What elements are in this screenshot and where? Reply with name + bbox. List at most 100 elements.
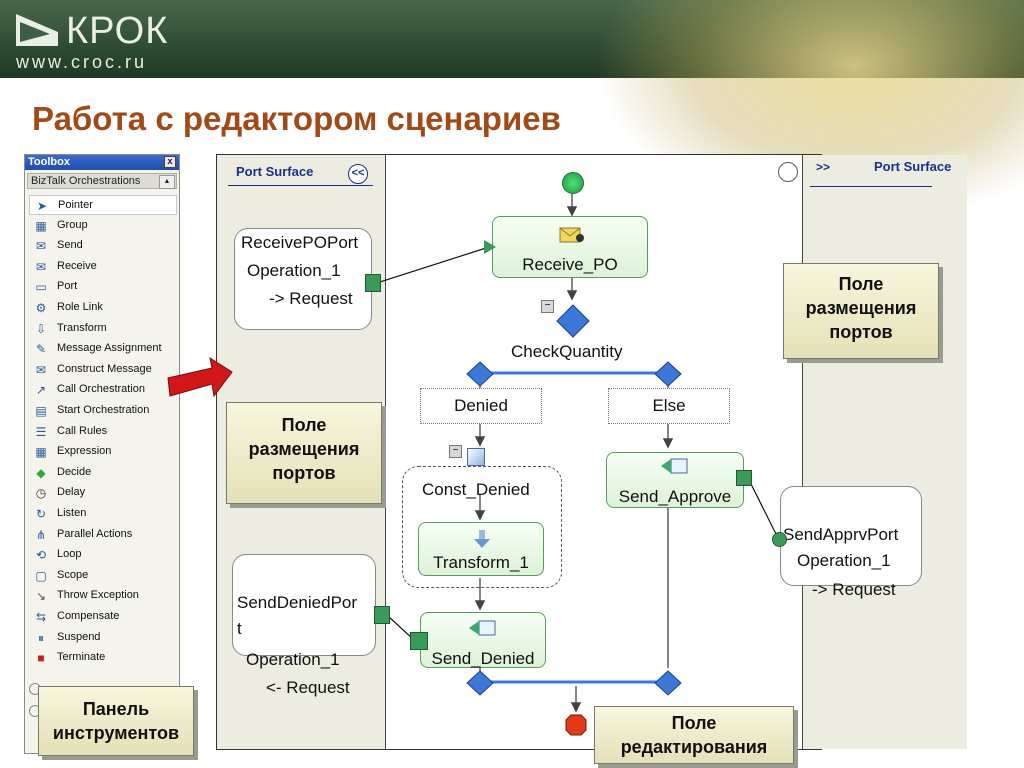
- toolbox-item[interactable]: ✉Receive: [29, 257, 177, 277]
- toolbox-item-label: Construct Message: [57, 362, 152, 375]
- port-connector-icon[interactable]: [365, 274, 381, 292]
- port-connector-icon[interactable]: [772, 532, 787, 547]
- toolbox-item-label: Role Link: [57, 301, 103, 313]
- toolbox-item[interactable]: ➤ Pointer: [29, 195, 177, 215]
- toolbox-item-label: Loop: [57, 548, 82, 561]
- merge-diamond-icon[interactable]: [466, 670, 494, 696]
- end-shape-icon[interactable]: [565, 714, 587, 736]
- port-message: -> Request: [269, 289, 353, 308]
- port-name: ReceivePOPort: [241, 233, 359, 252]
- expand-button[interactable]: >>: [816, 160, 831, 174]
- toolbox-title-bar: Toolbox x: [25, 155, 179, 170]
- toolbox-item[interactable]: ◆Decide: [29, 463, 177, 483]
- toolbox-item[interactable]: ▢Scope: [29, 566, 177, 586]
- toolbox-item[interactable]: ⇆Compensate: [29, 607, 177, 627]
- toolbox-item[interactable]: ▤Start Orchestration: [29, 401, 177, 421]
- callout-line: редактирования: [620, 737, 768, 757]
- send-denied-port[interactable]: SendDeniedPor t: [232, 554, 376, 656]
- port-operation: Operation_1: [246, 650, 340, 669]
- toolbox-item-label: Terminate: [57, 651, 106, 664]
- collapse-toggle[interactable]: −: [541, 300, 554, 313]
- toolbox-item[interactable]: ▭Port: [29, 277, 177, 297]
- branch-denied[interactable]: Denied: [420, 388, 542, 424]
- branch-else[interactable]: Else: [608, 388, 730, 424]
- toolbox-item[interactable]: ↗Call Orchestration: [29, 380, 177, 400]
- receive-po-port[interactable]: ReceivePOPort Operation_1 -> Request: [234, 228, 372, 330]
- toolbox-item-label: Pointer: [58, 199, 93, 211]
- logo-text: КРОК: [66, 10, 169, 52]
- toolbox-item[interactable]: ⟲ Loop: [29, 545, 177, 565]
- toolbox-item-label: Compensate: [57, 610, 120, 622]
- send-approve-label: Send_Approve: [618, 487, 732, 506]
- parallel-actions-icon: ⋔: [35, 527, 47, 542]
- toolbox-item[interactable]: ↻ Listen: [29, 504, 177, 524]
- toolbox-panel: Toolbox x BizTalk Orchestrations ▲ ➤ Poin…: [24, 154, 180, 754]
- toolbox-item[interactable]: ■Terminate: [29, 648, 177, 668]
- toolbox-item[interactable]: ✉ Send: [29, 236, 177, 256]
- branch-diamond-icon[interactable]: [654, 361, 682, 387]
- transform-shape[interactable]: Transform_1: [418, 522, 544, 576]
- port-operation: Operation_1: [247, 261, 341, 280]
- right-port-surface-title: Port Surface: [874, 159, 952, 174]
- port-connector-icon[interactable]: [410, 632, 428, 650]
- delay-icon: ◷: [35, 486, 47, 501]
- receive-shape[interactable]: Receive_PO: [492, 216, 648, 278]
- toolbox-item[interactable]: ◷ Delay: [29, 483, 177, 503]
- scope-icon: ▢: [35, 568, 47, 583]
- toolbox-item[interactable]: ⏸Suspend: [29, 628, 177, 648]
- callout-left-port-area: Поле размещения портов: [226, 402, 382, 504]
- toolbox-section-header[interactable]: BizTalk Orchestrations ▲: [27, 173, 177, 189]
- scope-shape[interactable]: [402, 466, 562, 588]
- toolbox-item-label: Delay: [57, 486, 86, 499]
- toolbox-item-label: Group: [57, 218, 88, 231]
- right-port-surface[interactable]: [802, 155, 967, 749]
- collapse-button[interactable]: <<: [348, 164, 368, 184]
- merge-diamond-icon[interactable]: [654, 670, 682, 696]
- role-link-icon: ⚙: [35, 301, 47, 315]
- toolbox-title: Toolbox: [28, 156, 70, 168]
- toolbox-item[interactable]: ⚙ Role Link: [29, 298, 177, 318]
- send-icon: ✉: [35, 239, 47, 254]
- construct-message-icon: ✉: [35, 362, 47, 377]
- toolbox-item[interactable]: ⇩Transform: [29, 319, 177, 339]
- port-connector-icon[interactable]: [736, 470, 752, 486]
- loop-icon: ⟲: [35, 548, 47, 563]
- toolbox-item[interactable]: ⋔ Parallel Actions: [29, 525, 177, 545]
- listen-icon: ↻: [35, 507, 47, 521]
- toolbox-item-label: Send: [57, 239, 83, 252]
- send-approve-port[interactable]: SendApprvPort Operation_1: [780, 486, 922, 586]
- circle-toggle-icon[interactable]: [778, 162, 798, 182]
- toolbox-item[interactable]: ☰Call Rules: [29, 422, 177, 442]
- send-approve-shape[interactable]: Send_Approve: [606, 452, 744, 508]
- port-name-wrap: t: [237, 619, 242, 638]
- divider: [228, 185, 373, 186]
- toolbox-item-label: Parallel Actions: [57, 527, 133, 540]
- throw-exception-icon: ↘: [35, 589, 47, 604]
- expression-icon: ▦: [35, 445, 47, 460]
- toolbox-section-label: BizTalk Orchestrations: [31, 175, 141, 187]
- branch-diamond-icon[interactable]: [466, 361, 494, 387]
- port-connector-icon[interactable]: [374, 606, 390, 624]
- callout-line: размещения: [248, 439, 360, 459]
- toolbox-item[interactable]: ▦Expression: [29, 442, 177, 462]
- send-icon: [469, 620, 496, 636]
- toolbox-item[interactable]: ↘Throw Exception: [29, 586, 177, 606]
- send-denied-shape[interactable]: Send_Denied: [420, 612, 546, 668]
- toolbox-item[interactable]: ▦ Group: [29, 216, 177, 236]
- toolbox-item-label: Listen: [57, 507, 87, 519]
- close-icon[interactable]: x: [164, 156, 176, 168]
- collapse-toggle[interactable]: −: [449, 445, 462, 458]
- group-icon: ▦: [35, 218, 47, 233]
- callout-line: портов: [272, 463, 336, 483]
- decide-diamond-icon[interactable]: [556, 304, 590, 338]
- toolbox-item[interactable]: ✉ Construct Message: [29, 360, 177, 380]
- suspend-icon: ⏸: [37, 630, 44, 645]
- construct-message-icon: [467, 448, 485, 466]
- toolbox-item-label: Call Rules: [57, 424, 108, 437]
- decide-icon: ◆: [36, 465, 46, 480]
- toolbox-item[interactable]: ✎Message Assignment: [29, 339, 177, 359]
- start-shape-icon[interactable]: [562, 172, 584, 194]
- send-icon: [661, 458, 688, 474]
- scroll-up-icon[interactable]: ▲: [159, 175, 175, 189]
- pointer-icon: ➤: [36, 199, 48, 213]
